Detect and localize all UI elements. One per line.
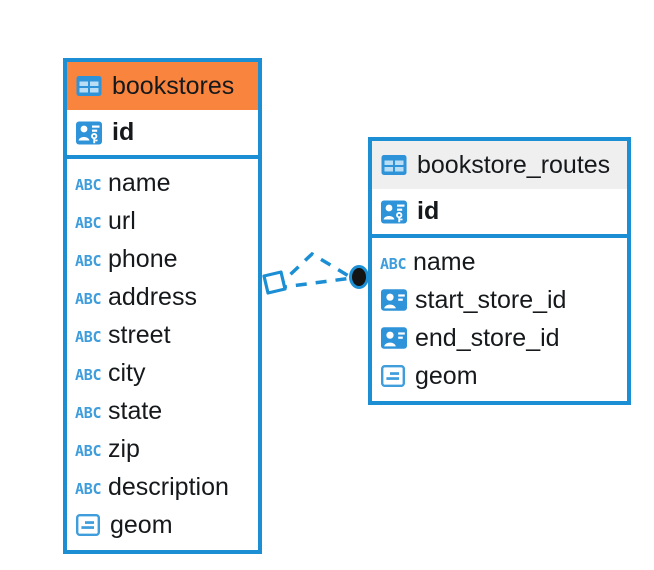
entity-title: bookstores bbox=[112, 71, 235, 100]
field-label: url bbox=[108, 206, 136, 235]
field-list-bookstores: ABC name ABC url ABC p bbox=[67, 159, 258, 550]
field-row-id[interactable]: id bbox=[372, 189, 627, 238]
field-label: end_store_id bbox=[415, 323, 560, 352]
field-row-start-store-id[interactable]: start_store_id bbox=[372, 281, 627, 319]
entity-bookstore-routes[interactable]: bookstore_routes id bbox=[368, 137, 631, 405]
entity-bookstores[interactable]: bookstores id bbox=[63, 58, 262, 554]
svg-text:ABC: ABC bbox=[75, 252, 101, 270]
field-row-geom[interactable]: geom bbox=[67, 506, 258, 544]
field-row-id[interactable]: id bbox=[67, 110, 258, 159]
abc-text-icon: ABC bbox=[75, 249, 102, 270]
field-label: city bbox=[108, 358, 146, 387]
field-row-name[interactable]: ABC name bbox=[372, 243, 627, 281]
field-row-state[interactable]: ABC state bbox=[67, 392, 258, 430]
abc-text-icon: ABC bbox=[75, 173, 102, 194]
table-icon bbox=[380, 151, 408, 179]
svg-text:ABC: ABC bbox=[75, 404, 101, 422]
relationship-line-upper bbox=[274, 251, 353, 290]
field-label: description bbox=[108, 472, 229, 501]
primary-key-icon bbox=[380, 198, 408, 226]
rhombus-marker bbox=[262, 270, 287, 295]
entity-title: bookstore_routes bbox=[417, 150, 611, 179]
field-label: name bbox=[413, 247, 476, 276]
abc-text-icon: ABC bbox=[75, 287, 102, 308]
primary-key-icon bbox=[75, 119, 103, 147]
field-label: start_store_id bbox=[415, 285, 567, 314]
foreign-key-icon bbox=[380, 325, 407, 351]
field-label: name bbox=[108, 168, 171, 197]
table-icon bbox=[75, 72, 103, 100]
svg-text:ABC: ABC bbox=[75, 290, 101, 308]
svg-text:ABC: ABC bbox=[75, 366, 101, 384]
svg-text:ABC: ABC bbox=[75, 176, 101, 194]
field-row-phone[interactable]: ABC phone bbox=[67, 240, 258, 278]
entity-header-bookstore-routes[interactable]: bookstore_routes bbox=[372, 141, 627, 189]
abc-text-icon: ABC bbox=[75, 439, 102, 460]
field-row-city[interactable]: ABC city bbox=[67, 354, 258, 392]
field-row-street[interactable]: ABC street bbox=[67, 316, 258, 354]
svg-text:ABC: ABC bbox=[75, 480, 101, 498]
svg-text:ABC: ABC bbox=[75, 214, 101, 232]
field-label: zip bbox=[108, 434, 140, 463]
field-label: address bbox=[108, 282, 197, 311]
field-row-geom[interactable]: geom bbox=[372, 357, 627, 395]
abc-text-icon: ABC bbox=[380, 252, 407, 273]
svg-text:ABC: ABC bbox=[75, 442, 101, 460]
foreign-key-icon bbox=[380, 287, 407, 313]
abc-text-icon: ABC bbox=[75, 477, 102, 498]
abc-text-icon: ABC bbox=[75, 211, 102, 232]
svg-text:ABC: ABC bbox=[380, 255, 406, 273]
svg-text:ABC: ABC bbox=[75, 328, 101, 346]
filled-circle-marker bbox=[349, 265, 369, 289]
geometry-icon bbox=[380, 363, 406, 389]
relationship-line-lower bbox=[275, 276, 353, 290]
field-label: id bbox=[417, 197, 440, 225]
field-label: geom bbox=[110, 510, 173, 539]
field-list-bookstore-routes: ABC name start_store_id bbox=[372, 238, 627, 401]
field-label: phone bbox=[108, 244, 178, 273]
entity-header-bookstores[interactable]: bookstores bbox=[67, 62, 258, 110]
field-label: street bbox=[108, 320, 171, 349]
field-row-zip[interactable]: ABC zip bbox=[67, 430, 258, 468]
abc-text-icon: ABC bbox=[75, 401, 102, 422]
field-row-description[interactable]: ABC description bbox=[67, 468, 258, 506]
field-row-name[interactable]: ABC name bbox=[67, 164, 258, 202]
field-label: state bbox=[108, 396, 163, 425]
abc-text-icon: ABC bbox=[75, 363, 102, 384]
field-label: geom bbox=[415, 361, 478, 390]
field-row-url[interactable]: ABC url bbox=[67, 202, 258, 240]
geometry-icon bbox=[75, 512, 101, 538]
field-row-end-store-id[interactable]: end_store_id bbox=[372, 319, 627, 357]
field-row-address[interactable]: ABC address bbox=[67, 278, 258, 316]
field-label: id bbox=[112, 118, 135, 146]
abc-text-icon: ABC bbox=[75, 325, 102, 346]
